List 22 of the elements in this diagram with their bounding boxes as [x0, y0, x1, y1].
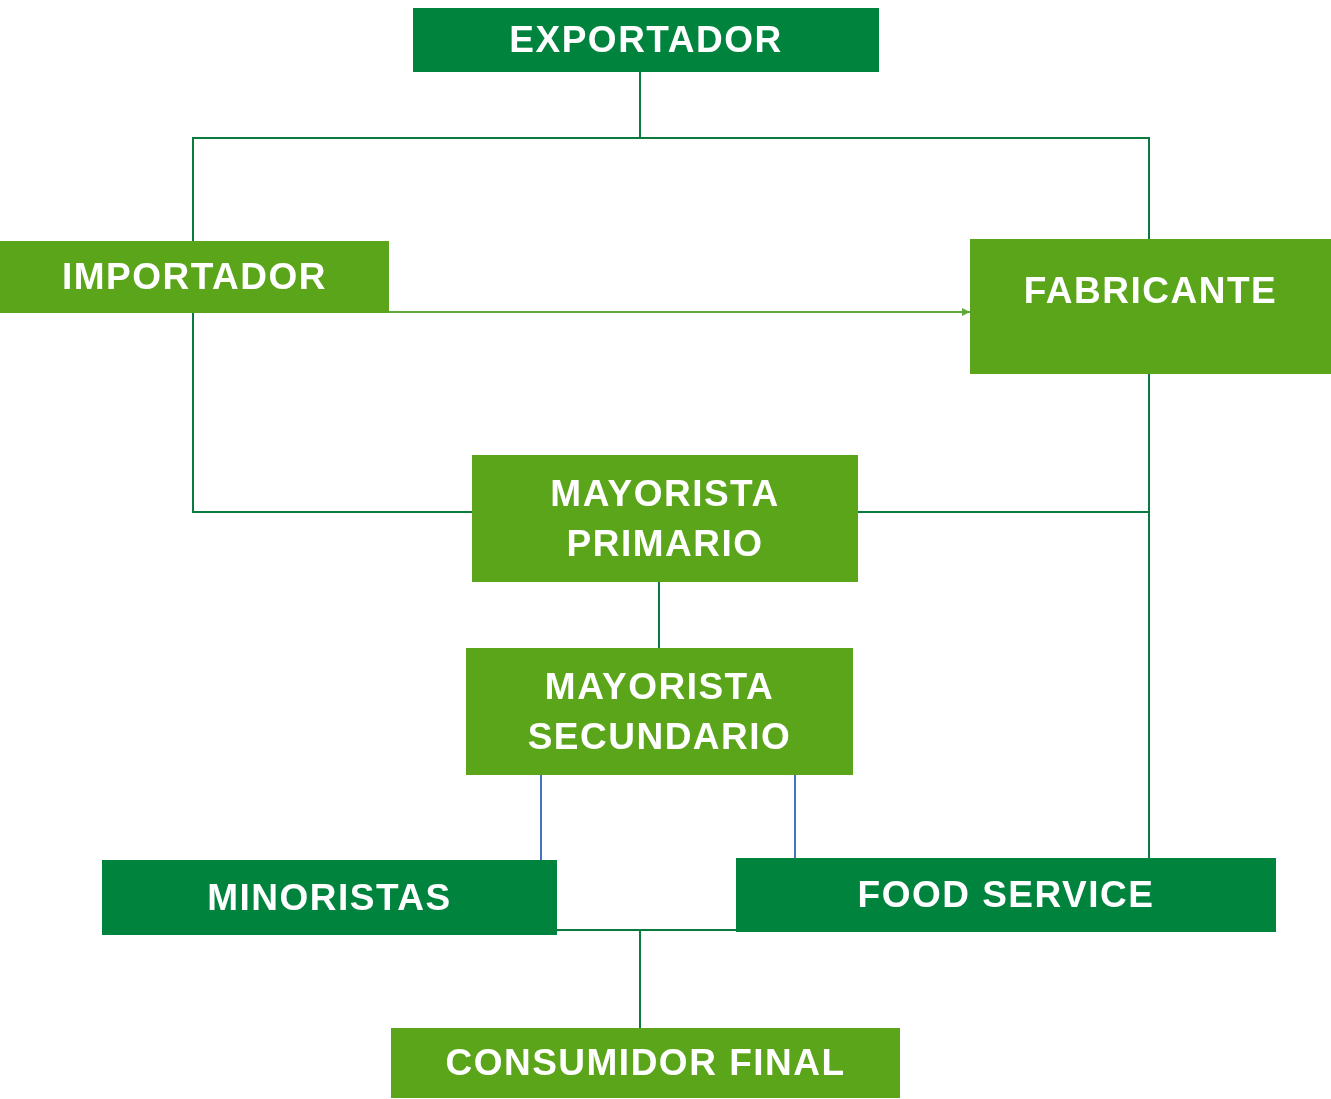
box-label: IMPORTADOR	[60, 255, 329, 299]
process-box	[970, 239, 1331, 374]
process-box	[413, 8, 879, 72]
process-box	[0, 241, 389, 313]
box-label: EXPORTADOR	[508, 18, 784, 62]
arrow	[388, 308, 971, 316]
process-box	[102, 860, 557, 935]
process-box	[736, 858, 1276, 932]
process-box	[466, 648, 853, 775]
process-box	[391, 1028, 900, 1098]
box-label: MAYORISTA PRIMARIO	[549, 471, 781, 566]
connector-line	[540, 774, 542, 861]
box-label: FOOD SERVICE	[856, 873, 1156, 917]
connector-line	[192, 312, 473, 513]
process-box	[472, 455, 858, 582]
connector-line	[639, 929, 737, 1029]
box-label: MINORISTAS	[206, 875, 453, 920]
box-label: CONSUMIDOR FINAL	[444, 1041, 847, 1085]
connector-line	[658, 581, 660, 649]
connector-line	[794, 774, 796, 859]
box-label: MAYORISTA SECUNDARIO	[526, 664, 793, 759]
box-label: FABRICANTE	[1022, 268, 1279, 313]
